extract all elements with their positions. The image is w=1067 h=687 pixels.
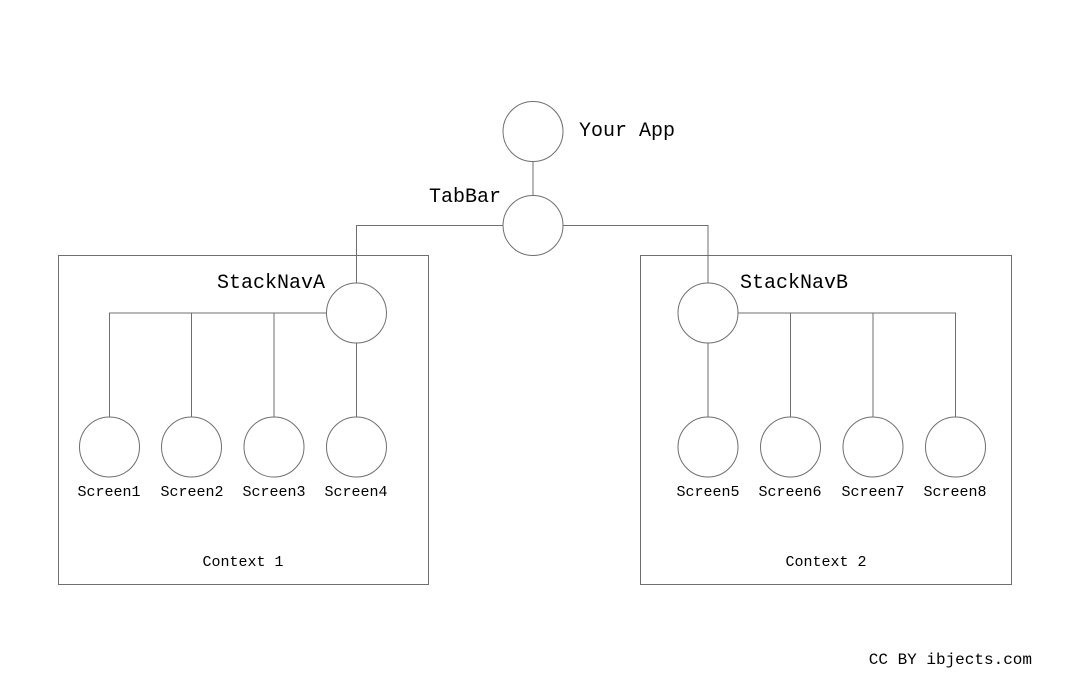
context1-box: [58, 255, 429, 585]
screen7-label: Screen7: [841, 484, 905, 501]
screen2-node-circle: [161, 416, 222, 478]
context2-label: Context 2: [785, 554, 867, 571]
root-node-label: Your App: [579, 120, 676, 143]
screen5-node-circle: [677, 416, 739, 478]
screen2-label: Screen2: [160, 484, 224, 501]
stacknavb-branch-lines: [708, 312, 956, 417]
tabbar-node-label: TabBar: [429, 186, 502, 209]
screen6-label: Screen6: [758, 484, 822, 501]
stacknava-branch-lines: [109, 312, 357, 417]
screen6-node-circle: [760, 416, 821, 478]
stacknavb-node-circle: [677, 282, 739, 344]
stacknava-node-circle: [326, 282, 387, 344]
screen3-label: Screen3: [242, 484, 306, 501]
root-node-circle: [502, 101, 564, 162]
stacknava-node-label: StackNavA: [217, 272, 326, 295]
screen7-node-circle: [842, 416, 904, 478]
screen1-label: Screen1: [77, 484, 141, 501]
screen3-node-circle: [243, 416, 305, 478]
screen4-node-circle: [326, 416, 387, 478]
tabbar-node-circle: [502, 195, 564, 256]
screen5-label: Screen5: [676, 484, 740, 501]
screen1-node-circle: [79, 416, 140, 478]
context2-box: [640, 255, 1012, 585]
screen8-node-circle: [925, 416, 986, 478]
screen4-label: Screen4: [324, 484, 388, 501]
context1-label: Context 1: [202, 554, 284, 571]
attribution-text: CC BY ibjects.com: [868, 651, 1032, 669]
stacknavb-node-label: StackNavB: [740, 272, 849, 295]
screen8-label: Screen8: [923, 484, 987, 501]
